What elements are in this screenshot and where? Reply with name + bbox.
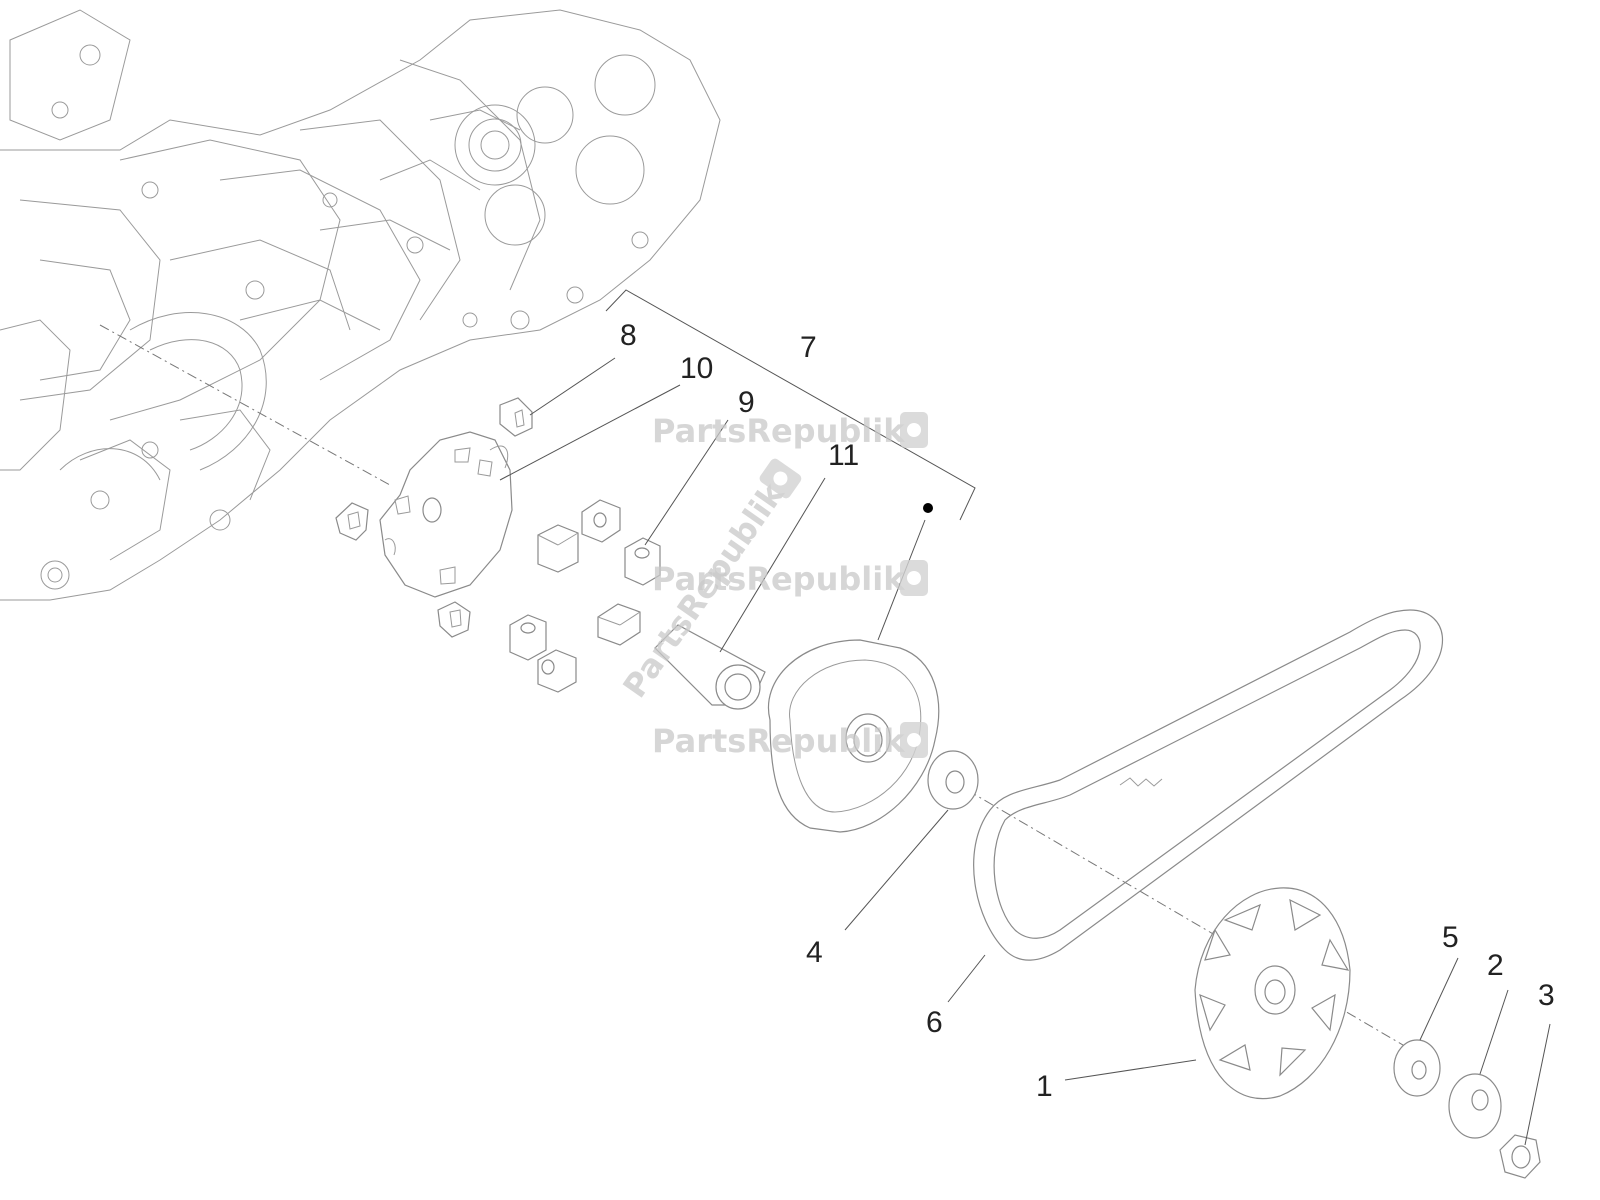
callout-3: 3	[1538, 979, 1555, 1012]
gear-shield-icon	[759, 458, 802, 499]
part-bushing	[654, 624, 766, 710]
callout-2: 2	[1487, 949, 1504, 982]
part-nut-3	[1499, 1134, 1541, 1179]
part-ramp-plate	[379, 431, 513, 598]
axis-centerline-right	[949, 779, 1421, 1056]
part-slider-bottom	[437, 601, 471, 638]
gear-shield-icon	[900, 722, 928, 758]
svg-text:PartsRepublik: PartsRepublik	[652, 722, 905, 760]
part-roller-2	[537, 524, 579, 573]
kit-bracket	[605, 289, 976, 521]
leader-lines	[499, 357, 1551, 1146]
gear-shield-icon	[900, 412, 928, 448]
callout-10: 10	[680, 352, 713, 385]
part-washer-4	[927, 750, 979, 810]
callout-9: 9	[738, 386, 755, 419]
part-washer-2	[1448, 1073, 1502, 1139]
part-roller-4	[597, 603, 641, 646]
watermark-middle: PartsRepublik	[652, 560, 928, 598]
callout-7: 7	[800, 331, 817, 364]
part-drive-belt	[973, 609, 1443, 961]
svg-text:PartsRepublik: PartsRepublik	[652, 412, 905, 450]
axis-centerline-left	[99, 324, 391, 486]
part-fan-pulley	[1194, 887, 1351, 1100]
part-roller-3	[624, 537, 661, 586]
part-roller-6	[537, 649, 577, 693]
part-roller-1	[581, 499, 621, 543]
part-roller-5	[509, 614, 547, 661]
part-washer-5	[1393, 1039, 1441, 1097]
callout-11: 11	[828, 439, 859, 472]
crankcase-housing	[0, 9, 721, 601]
callout-5: 5	[1442, 921, 1459, 954]
watermark-top: PartsRepublik	[652, 412, 928, 450]
svg-text:PartsRepublik: PartsRepublik	[652, 560, 905, 598]
watermark-bottom: PartsRepublik	[652, 722, 928, 760]
part-slider-left	[335, 502, 369, 541]
part-slider-8	[499, 397, 533, 437]
callout-6: 6	[926, 1006, 943, 1039]
callout-1: 1	[1036, 1070, 1053, 1103]
callout-4: 4	[806, 936, 823, 969]
gear-shield-icon	[900, 560, 928, 596]
callout-8: 8	[620, 319, 637, 352]
